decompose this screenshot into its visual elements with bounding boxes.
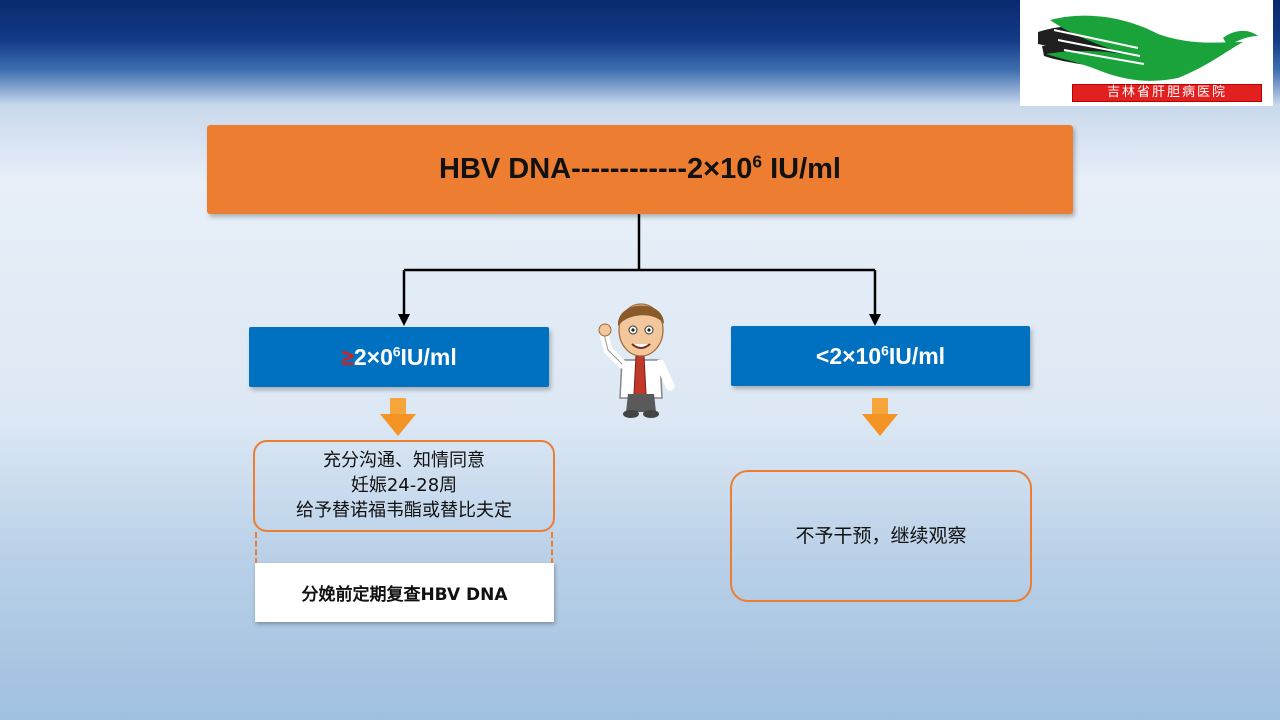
treatment-box: 充分沟通、知情同意 妊娠24-28周 给予替诺福韦酯或替比夫定 <box>253 440 555 532</box>
followup-text: 分娩前定期复查HBV DNA <box>301 585 508 605</box>
right-down-arrow-icon <box>862 398 898 436</box>
high-viral-load-box: ≥2×06IU/ml <box>249 327 549 387</box>
observation-box: 不予干预，继续观察 <box>730 470 1032 602</box>
dashed-connector <box>255 532 553 564</box>
hospital-logo: 吉林省肝胆病医院 <box>1020 0 1273 106</box>
low-viral-load-label: <2×106IU/ml <box>815 342 946 369</box>
left-down-arrow-icon <box>380 398 416 436</box>
treatment-text: 充分沟通、知情同意 妊娠24-28周 给予替诺福韦酯或替比夫定 <box>255 442 553 523</box>
logo-caption: 吉林省肝胆病医院 <box>1106 85 1227 100</box>
treatment-line-3: 给予替诺福韦酯或替比夫定 <box>296 500 512 521</box>
hbv-dna-threshold-label: HBV DNA------------2×106 IU/ml <box>439 151 841 185</box>
right-arrowhead <box>869 314 881 326</box>
observation-text: 不予干预，继续观察 <box>795 524 967 547</box>
low-viral-load-box: <2×106IU/ml <box>731 326 1030 386</box>
doctor-icon <box>598 303 675 418</box>
hands-logo-icon <box>1038 15 1258 81</box>
logo-caption-bar: 吉林省肝胆病医院 <box>1072 84 1262 102</box>
treatment-line-1: 充分沟通、知情同意 <box>323 450 485 471</box>
treatment-line-2: 妊娠24-28周 <box>350 475 458 496</box>
followup-box: 分娩前定期复查HBV DNA <box>255 563 554 622</box>
high-viral-load-label: ≥2×06IU/ml <box>341 343 457 370</box>
left-arrowhead <box>398 314 410 326</box>
hbv-dna-threshold-box: HBV DNA------------2×106 IU/ml <box>207 125 1073 214</box>
